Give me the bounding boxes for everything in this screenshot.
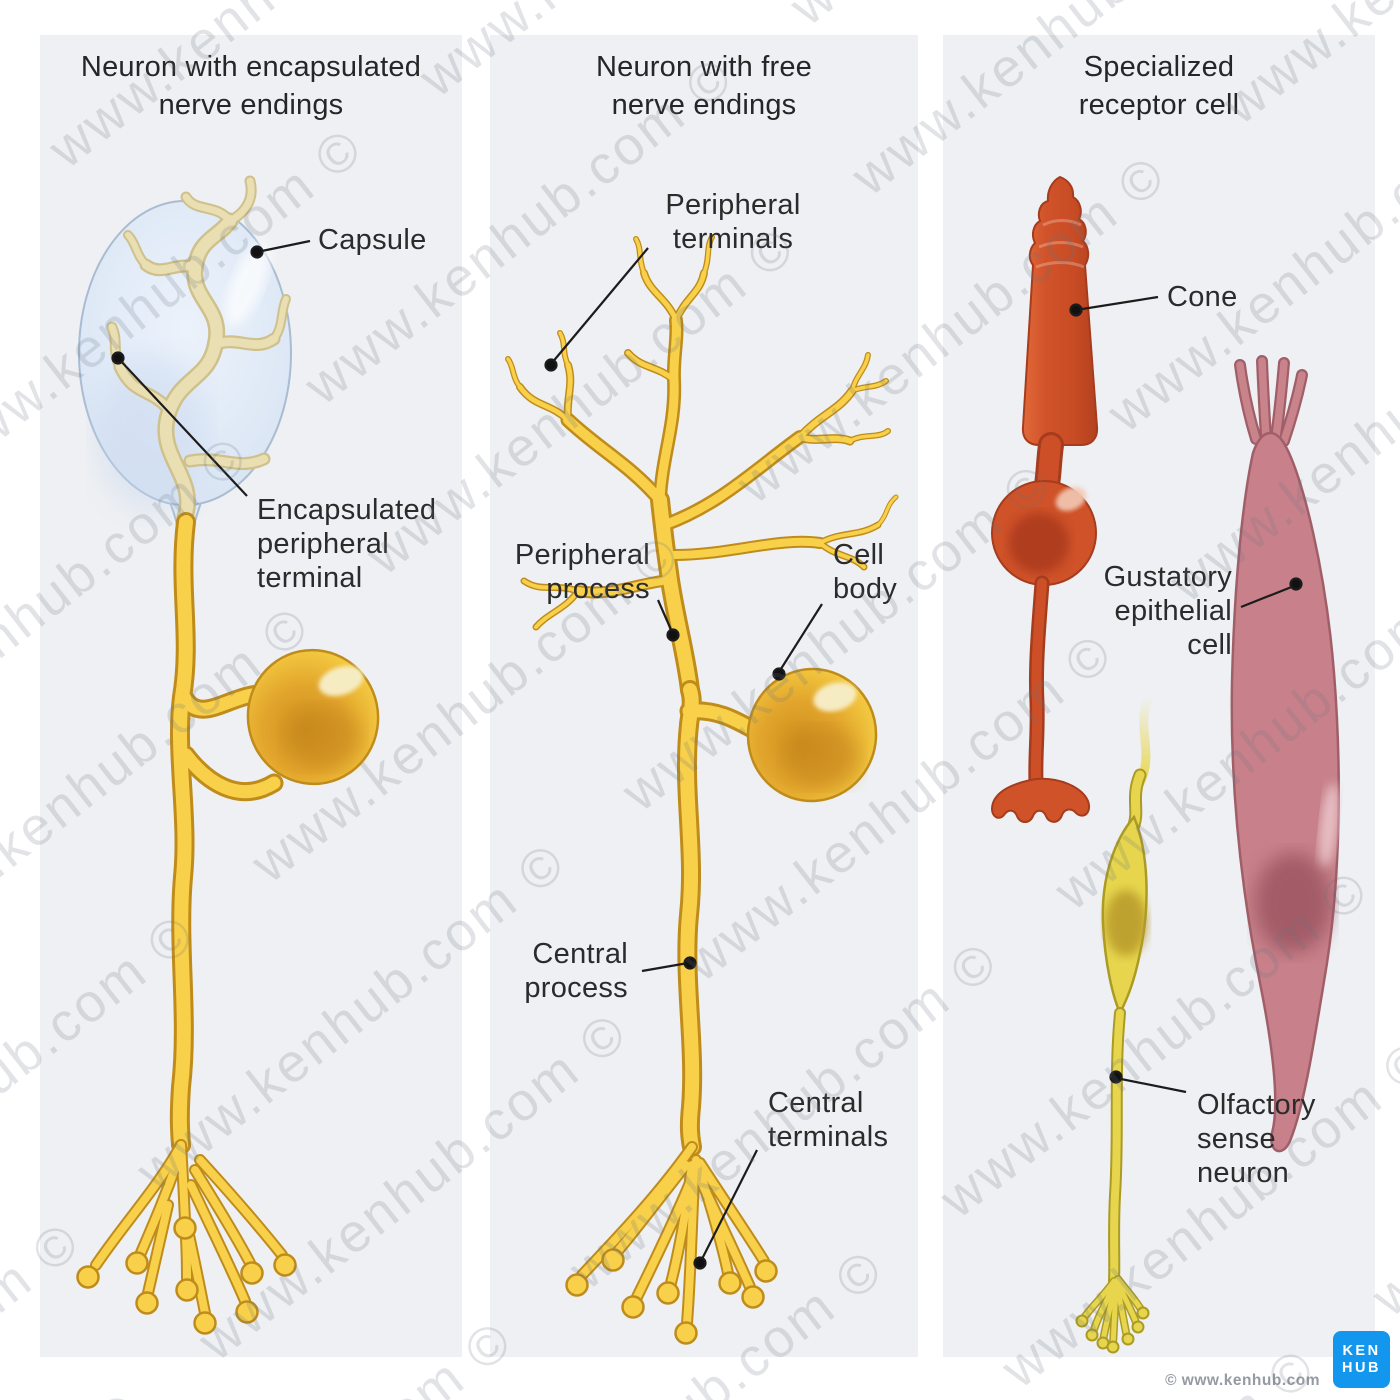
peripheral-terminal-tree: [505, 234, 899, 700]
peripheral-process-label: Peripheral process: [514, 539, 650, 605]
gustatory-cell-shape: [1230, 355, 1340, 1153]
panel-3-title: Specialized receptor cell: [1078, 51, 1240, 122]
capsule-highlight: [225, 239, 271, 327]
central-process-label: Central process: [524, 938, 628, 1004]
kenhub-logo-line2: HUB: [1342, 1359, 1381, 1376]
panel-2-title: Neuron with free nerve endings: [596, 51, 812, 122]
central-terminals-label: Central terminals: [768, 1087, 889, 1153]
cone-cell-shape: [991, 175, 1099, 823]
cell-body-label: Cell body: [833, 539, 898, 605]
axon-panel1: [169, 512, 284, 1155]
terminal-branches-panel2: [565, 1141, 778, 1345]
cell-body-highlight: [813, 682, 857, 712]
olfactory-neuron-shape: [1075, 692, 1154, 1354]
panel-1-title: Neuron with encapsulated nerve endings: [80, 51, 422, 122]
olfactory-sense-neuron-label: Olfactory sense neuron: [1197, 1089, 1316, 1189]
cone-label: Cone: [1167, 281, 1238, 313]
specialized-receptor-cells-illustration: [991, 175, 1340, 1354]
kenhub-logo-line1: KEN: [1342, 1342, 1381, 1359]
capsule-label: Capsule: [318, 224, 427, 256]
gustatory-epithelial-cell-label: Gustatory epithelial cell: [1103, 561, 1232, 661]
copyright-text: © www.kenhub.com: [1165, 1372, 1320, 1389]
encapsulated-peripheral-terminal-label: Encapsulated peripheral terminal: [257, 494, 437, 594]
panel-free-nerve-endings: Neuron with free nerve endings: [490, 35, 918, 1357]
terminal-branches-panel1: [76, 1139, 297, 1335]
cell-body-panel2: [746, 667, 878, 803]
cell-body-highlight: [318, 665, 364, 697]
axon-panel2: [676, 680, 762, 1157]
peripheral-terminals-label: Peripheral terminals: [665, 189, 801, 255]
kenhub-logo: KEN HUB: [1333, 1331, 1390, 1388]
panel-specialized-receptor-cell: Specialized receptor cell: [943, 35, 1375, 1357]
cell-body-panel1: [246, 648, 380, 786]
